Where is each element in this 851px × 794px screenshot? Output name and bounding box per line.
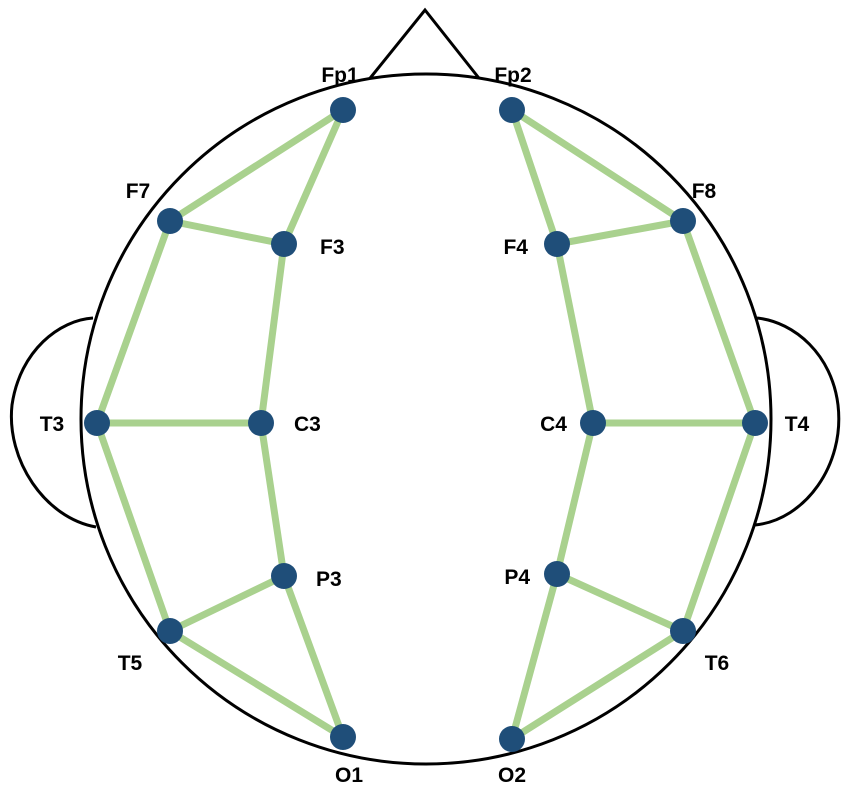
connection-f3-c3 xyxy=(257,240,288,427)
connection-fp1-f3 xyxy=(280,106,347,248)
connection-t3-t5 xyxy=(93,419,174,635)
electrode-c3 xyxy=(248,410,274,436)
electrode-t5 xyxy=(157,618,183,644)
connection-p4-t6 xyxy=(553,570,687,635)
connection-p3-t5 xyxy=(166,572,288,635)
connection-f7-f3 xyxy=(166,217,288,248)
electrode-o1 xyxy=(330,724,356,750)
connection-t6-o2 xyxy=(508,627,687,743)
nose xyxy=(365,7,484,83)
electrode-p4 xyxy=(544,561,570,587)
connection-c4-p4 xyxy=(553,419,597,578)
head-outline xyxy=(79,72,773,766)
connection-f8-t4 xyxy=(679,217,759,427)
electrode-fp2 xyxy=(499,97,525,123)
electrode-f8 xyxy=(670,208,696,234)
connection-t4-t6 xyxy=(679,419,759,635)
right-ear xyxy=(754,316,841,527)
electrode-label-f8: F8 xyxy=(692,180,717,203)
electrodes-layer xyxy=(84,97,768,752)
connection-fp2-f4 xyxy=(508,106,561,248)
electrode-f4 xyxy=(544,231,570,257)
electrode-t3 xyxy=(84,410,110,436)
connections-layer xyxy=(93,106,759,743)
electrode-label-t3: T3 xyxy=(40,413,65,436)
electrode-fp1 xyxy=(330,97,356,123)
electrode-label-t5: T5 xyxy=(118,652,143,675)
electrode-t4 xyxy=(742,410,768,436)
connection-f4-f8 xyxy=(553,217,687,248)
connection-p4-o2 xyxy=(508,570,561,743)
connection-p3-o1 xyxy=(280,572,347,741)
electrode-f3 xyxy=(271,231,297,257)
electrode-label-f7: F7 xyxy=(126,180,151,203)
connection-c3-p3 xyxy=(257,419,288,580)
electrode-label-f3: F3 xyxy=(320,236,345,259)
left-ear xyxy=(9,316,97,529)
electrode-p3 xyxy=(271,563,297,589)
electrode-label-p4: P4 xyxy=(504,566,530,589)
connection-t5-o1 xyxy=(166,627,347,741)
electrode-o2 xyxy=(499,726,525,752)
electrode-t6 xyxy=(670,618,696,644)
electrode-label-o2: O2 xyxy=(498,764,526,787)
electrode-label-c4: C4 xyxy=(540,413,567,436)
connection-f4-c4 xyxy=(553,240,597,427)
electrode-c4 xyxy=(580,410,606,436)
electrode-label-c3: C3 xyxy=(294,413,321,436)
electrode-label-f4: F4 xyxy=(503,236,528,259)
electrode-label-o1: O1 xyxy=(335,764,363,787)
electrode-label-t6: T6 xyxy=(705,652,730,675)
connection-fp1-f7 xyxy=(166,106,347,225)
electrode-label-fp2: Fp2 xyxy=(494,64,531,87)
electrode-label-p3: P3 xyxy=(316,568,342,591)
electrode-label-t4: T4 xyxy=(785,413,810,436)
electrode-label-fp1: Fp1 xyxy=(321,64,359,87)
connection-fp2-f8 xyxy=(508,106,687,225)
electrode-f7 xyxy=(157,208,183,234)
connection-f7-t3 xyxy=(93,217,174,427)
